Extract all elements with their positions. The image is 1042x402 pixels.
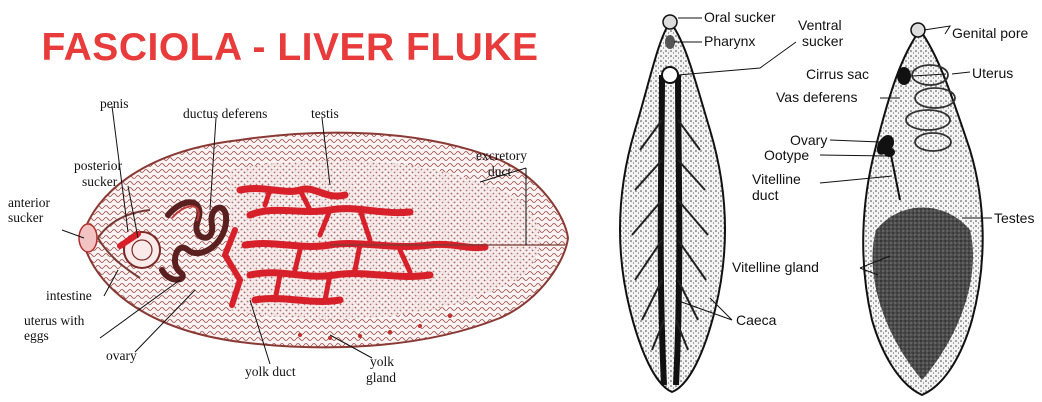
left-diagram-panel: FASCIOLA - LIVER FLUKE [0, 0, 600, 402]
right-diagram-panel: Oral sucker Pharynx Ventral sucker Genit… [600, 0, 1042, 402]
cirrus-sac-shape [897, 67, 911, 85]
label-testes: Testes [994, 210, 1034, 226]
label-vitelline-duct-line1: Vitelline [752, 171, 801, 187]
fluke-dorsal-view [863, 23, 982, 395]
label-excretory-duct-line2: duct [488, 164, 511, 179]
label-uterus-line1: uterus with [24, 313, 85, 328]
label-posterior-sucker-line2: sucker [82, 174, 118, 189]
label-ventral-sucker-line1: Ventral [798, 17, 842, 33]
label-anterior-sucker-line2: sucker [8, 210, 44, 225]
label-posterior-sucker-line1: posterior [74, 158, 122, 173]
label-vitelline-gland: Vitelline gland [732, 259, 819, 275]
label-intestine: intestine [46, 288, 92, 303]
label-ovary: Ovary [790, 132, 827, 148]
label-cirrus-sac: Cirrus sac [806, 66, 869, 82]
label-yolk-gland-line2: gland [366, 370, 396, 385]
label-caeca: Caeca [736, 312, 777, 328]
oral-sucker-shape [663, 15, 677, 29]
label-uterus: Uterus [972, 65, 1013, 81]
label-excretory-duct-line1: excretory [476, 148, 527, 163]
label-yolk-duct: yolk duct [245, 364, 296, 379]
label-vitelline-duct-line2: duct [752, 187, 779, 203]
label-yolk-gland-line1: yolk [370, 354, 394, 369]
pharynx-shape [665, 35, 675, 49]
label-ductus-deferens: ductus deferens [183, 106, 267, 121]
liver-fluke-diagram-left: penis ductus deferens testis posterior s… [0, 0, 600, 402]
label-ootype: Ootype [764, 147, 809, 163]
label-ventral-sucker-line2: sucker [802, 33, 844, 49]
label-testis: testis [311, 106, 339, 121]
label-penis: penis [100, 96, 129, 111]
label-ovary-left: ovary [106, 348, 137, 363]
label-anterior-sucker-line1: anterior [8, 195, 50, 210]
label-pharynx: Pharynx [704, 33, 755, 49]
label-genital-pore: Genital pore [952, 25, 1028, 41]
liver-fluke-diagram-right: Oral sucker Pharynx Ventral sucker Genit… [600, 0, 1042, 402]
fluke-ventral-view [620, 15, 725, 392]
label-oral-sucker: Oral sucker [704, 9, 776, 25]
label-vas-deferens: Vas deferens [776, 89, 857, 105]
anterior-sucker [79, 224, 97, 252]
label-uterus-line2: eggs [24, 328, 49, 343]
ventral-sucker-shape [662, 67, 678, 83]
